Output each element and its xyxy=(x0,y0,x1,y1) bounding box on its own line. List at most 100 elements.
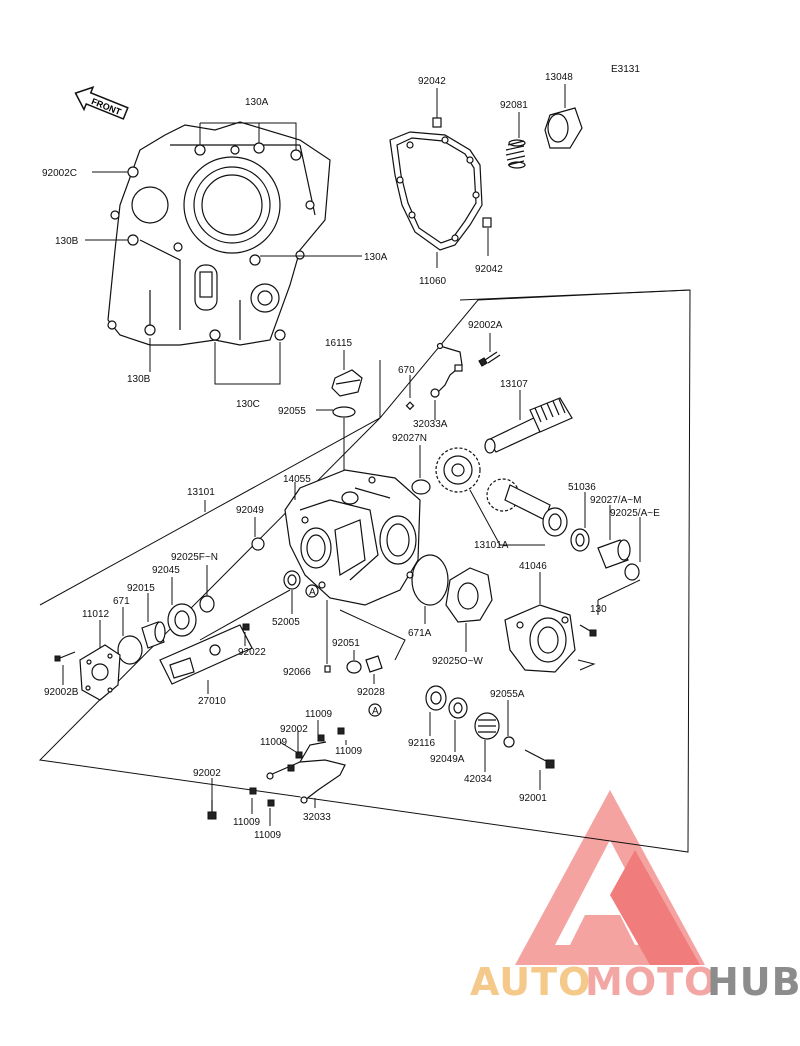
assembly-frame xyxy=(38,289,691,853)
bearing-92045 xyxy=(167,603,197,637)
label-92028: 92028 xyxy=(357,687,385,698)
label-92081: 92081 xyxy=(500,100,528,111)
watermark-hub: HUB xyxy=(707,960,800,1004)
ref-a-label-2: A xyxy=(372,706,379,717)
label-32033A: 32033A xyxy=(413,419,448,430)
label-92002-b: 92002 xyxy=(193,768,221,779)
crankcase-cover xyxy=(107,121,331,346)
nut-11009-e xyxy=(267,799,275,807)
label-130B-left: 130B xyxy=(55,236,79,247)
label-92049: 92049 xyxy=(236,505,264,516)
label-92042-top: 92042 xyxy=(418,76,446,87)
label-670: 670 xyxy=(398,365,415,376)
bolt-92002A xyxy=(478,351,501,367)
label-11009-b: 11009 xyxy=(260,737,288,748)
label-11009-c: 11009 xyxy=(335,746,363,757)
watermark-auto: AUTO xyxy=(470,960,591,1004)
seal-52005 xyxy=(283,570,301,590)
label-92027AM: 92027/A~M xyxy=(590,495,641,506)
label-92002C: 92002C xyxy=(42,168,77,179)
label-27010: 27010 xyxy=(198,696,226,707)
label-41046: 41046 xyxy=(519,561,547,572)
label-13101: 13101 xyxy=(187,487,215,498)
switch-27010 xyxy=(159,624,253,685)
label-92042-bot: 92042 xyxy=(475,264,503,275)
label-671: 671 xyxy=(113,596,130,607)
label-130A-top: 130A xyxy=(245,97,269,108)
ref-a-circle-1 xyxy=(305,584,319,598)
oil-cap xyxy=(331,369,363,397)
label-130-right: 130 xyxy=(590,604,607,615)
nut-11009-a xyxy=(295,751,303,759)
dowel-pin-bottom xyxy=(482,217,492,228)
label-92002B: 92002B xyxy=(44,687,79,698)
switch-assembly xyxy=(430,342,463,398)
label-51036: 51036 xyxy=(568,482,596,493)
label-130C: 130C xyxy=(236,399,260,410)
label-92055A: 92055A xyxy=(490,689,525,700)
label-11060: 11060 xyxy=(419,276,447,287)
nut-11009-c xyxy=(337,727,345,735)
label-42034: 42034 xyxy=(464,774,492,785)
label-13048: 13048 xyxy=(545,72,573,83)
hub-41046 xyxy=(504,604,576,673)
cover-11012 xyxy=(79,644,121,701)
watermark-logo xyxy=(515,790,705,965)
nut-11009-d xyxy=(249,787,257,795)
ref-a-label-1: A xyxy=(309,587,316,598)
dowel-pin-top xyxy=(432,117,442,128)
label-13107: 13107 xyxy=(500,379,528,390)
spring-part xyxy=(505,139,526,169)
bolt-92002B xyxy=(54,651,76,662)
label-92002-a: 92002 xyxy=(280,724,308,735)
label-92025FN: 92025F~N xyxy=(171,552,218,563)
nut-92002-a xyxy=(287,764,295,772)
label-130A-right: 130A xyxy=(364,252,388,263)
label-92051: 92051 xyxy=(332,638,360,649)
plug-92066 xyxy=(324,665,331,673)
shaft-13107 xyxy=(484,397,573,454)
bearing-92027N xyxy=(411,479,431,495)
label-92045: 92045 xyxy=(152,565,180,576)
label-13101A: 13101A xyxy=(474,540,509,551)
washer-92022 xyxy=(242,623,250,631)
label-11009-e: 11009 xyxy=(254,830,282,841)
oring-671 xyxy=(117,635,143,665)
label-671A: 671A xyxy=(408,628,432,639)
label-14055: 14055 xyxy=(283,474,311,485)
bushing-92015 xyxy=(141,621,166,649)
label-11009-d: 11009 xyxy=(233,817,261,828)
label-92022: 92022 xyxy=(238,647,266,658)
label-92025OW: 92025O~W xyxy=(432,656,483,667)
label-11009-a: 11009 xyxy=(305,709,333,720)
watermark-text: AUTO MOTO HUB xyxy=(470,960,800,1004)
bolt-92001 xyxy=(524,749,555,769)
label-92027N: 92027N xyxy=(392,433,427,444)
label-52005: 52005 xyxy=(272,617,300,628)
bevel-gear xyxy=(435,447,481,493)
washer-670 xyxy=(405,401,415,411)
watermark-moto: MOTO xyxy=(585,960,717,1004)
label-92002A: 92002A xyxy=(468,320,503,331)
gear-housing xyxy=(284,469,421,606)
shim-92025FN xyxy=(199,595,215,613)
diagram-code: E3131 xyxy=(611,64,640,75)
bolt-92002-b xyxy=(207,800,217,820)
gasket xyxy=(389,131,483,251)
shim-51036 xyxy=(570,528,590,552)
sleeve-part xyxy=(544,107,583,149)
label-92015: 92015 xyxy=(127,583,155,594)
shim-92025 xyxy=(624,563,640,581)
gasket-92025OW xyxy=(445,567,493,623)
label-32033: 32033 xyxy=(303,812,331,823)
bushing-92049 xyxy=(251,537,265,551)
bolt-130 xyxy=(579,624,597,637)
oring-92055A xyxy=(503,736,515,748)
collar-92028 xyxy=(365,655,383,673)
label-16115: 16115 xyxy=(325,338,353,349)
label-130B-bottom: 130B xyxy=(127,374,151,385)
label-92025AE: 92025/A~E xyxy=(610,508,660,519)
oring-671A xyxy=(411,554,449,606)
label-92116: 92116 xyxy=(408,738,436,749)
